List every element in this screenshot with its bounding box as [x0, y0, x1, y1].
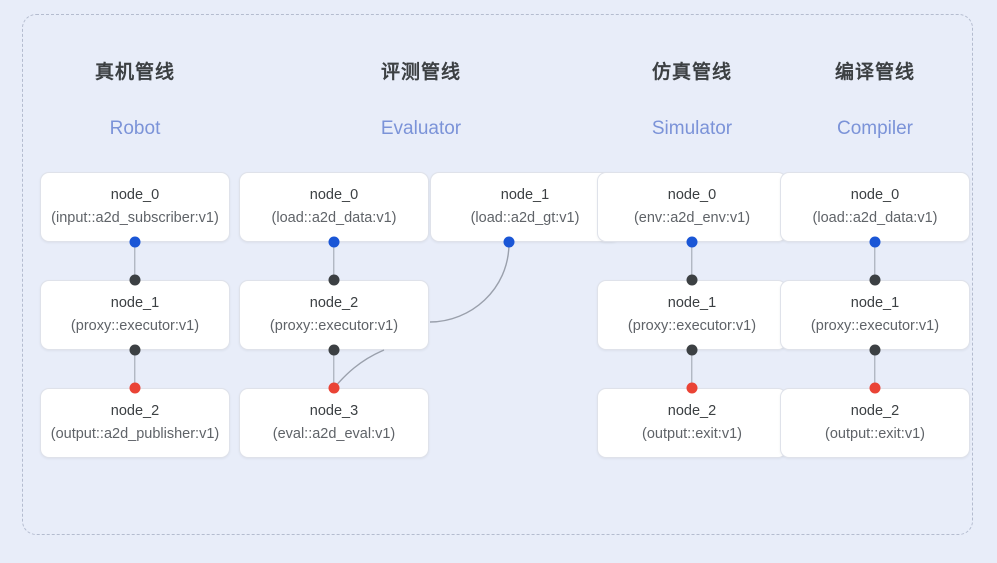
node-id: node_1: [500, 187, 550, 203]
node-evaluator-2[interactable]: node_2 (proxy::executor:v1): [239, 280, 429, 350]
diagram-frame: [22, 14, 973, 535]
node-id: node_1: [850, 295, 900, 311]
node-type: (output::exit:v1): [825, 426, 925, 442]
node-id: node_2: [850, 403, 900, 419]
port-out-robot-1[interactable]: [129, 344, 141, 356]
node-compiler-1[interactable]: node_1 (proxy::executor:v1): [780, 280, 970, 350]
node-type: (load::a2d_data:v1): [271, 210, 397, 226]
port-in-evaluator-2[interactable]: [328, 274, 340, 286]
node-robot-0[interactable]: node_0 (input::a2d_subscriber:v1): [40, 172, 230, 242]
edge-robot-1-2: [134, 350, 136, 388]
node-id: node_0: [667, 187, 717, 203]
node-id: node_1: [110, 295, 160, 311]
node-type: (eval::a2d_eval:v1): [272, 426, 396, 442]
node-id: node_2: [110, 403, 160, 419]
node-evaluator-gt[interactable]: node_1 (load::a2d_gt:v1): [430, 172, 620, 242]
edge-simulator-1-2: [691, 350, 693, 388]
port-out-evaluator-2[interactable]: [328, 344, 340, 356]
node-type: (output::exit:v1): [642, 426, 742, 442]
port-in-simulator-2[interactable]: [686, 382, 698, 394]
port-out-evaluator-gt[interactable]: [503, 236, 515, 248]
node-id: node_0: [309, 187, 359, 203]
port-in-robot-2[interactable]: [129, 382, 141, 394]
edge-robot-0-1: [134, 242, 136, 280]
node-robot-2[interactable]: node_2 (output::a2d_publisher:v1): [40, 388, 230, 458]
node-type: (env::a2d_env:v1): [633, 210, 751, 226]
node-id: node_2: [309, 295, 359, 311]
node-compiler-0[interactable]: node_0 (load::a2d_data:v1): [780, 172, 970, 242]
node-type: (input::a2d_subscriber:v1): [51, 210, 219, 226]
node-evaluator-0[interactable]: node_0 (load::a2d_data:v1): [239, 172, 429, 242]
node-type: (proxy::executor:v1): [627, 318, 757, 334]
node-simulator-1[interactable]: node_1 (proxy::executor:v1): [597, 280, 787, 350]
node-id: node_1: [667, 295, 717, 311]
node-type: (load::a2d_gt:v1): [470, 210, 580, 226]
node-id: node_0: [850, 187, 900, 203]
port-out-compiler-0[interactable]: [869, 236, 881, 248]
port-out-simulator-1[interactable]: [686, 344, 698, 356]
node-type: (load::a2d_data:v1): [812, 210, 938, 226]
edge-evaluator-0-2: [333, 242, 335, 280]
port-out-evaluator-0[interactable]: [328, 236, 340, 248]
node-type: (proxy::executor:v1): [70, 318, 200, 334]
edge-compiler-1-2: [874, 350, 876, 388]
node-id: node_3: [309, 403, 359, 419]
node-id: node_0: [110, 187, 160, 203]
node-robot-1[interactable]: node_1 (proxy::executor:v1): [40, 280, 230, 350]
node-evaluator-3[interactable]: node_3 (eval::a2d_eval:v1): [239, 388, 429, 458]
port-in-compiler-1[interactable]: [869, 274, 881, 286]
port-out-robot-0[interactable]: [129, 236, 141, 248]
edge-simulator-0-1: [691, 242, 693, 280]
port-out-compiler-1[interactable]: [869, 344, 881, 356]
port-out-simulator-0[interactable]: [686, 236, 698, 248]
node-simulator-2[interactable]: node_2 (output::exit:v1): [597, 388, 787, 458]
node-id: node_2: [667, 403, 717, 419]
port-in-evaluator-3[interactable]: [328, 382, 340, 394]
port-in-compiler-2[interactable]: [869, 382, 881, 394]
node-type: (proxy::executor:v1): [269, 318, 399, 334]
port-in-simulator-1[interactable]: [686, 274, 698, 286]
port-in-robot-1[interactable]: [129, 274, 141, 286]
node-compiler-2[interactable]: node_2 (output::exit:v1): [780, 388, 970, 458]
node-simulator-0[interactable]: node_0 (env::a2d_env:v1): [597, 172, 787, 242]
node-type: (output::a2d_publisher:v1): [50, 426, 220, 442]
node-type: (proxy::executor:v1): [810, 318, 940, 334]
edge-compiler-0-1: [874, 242, 876, 280]
